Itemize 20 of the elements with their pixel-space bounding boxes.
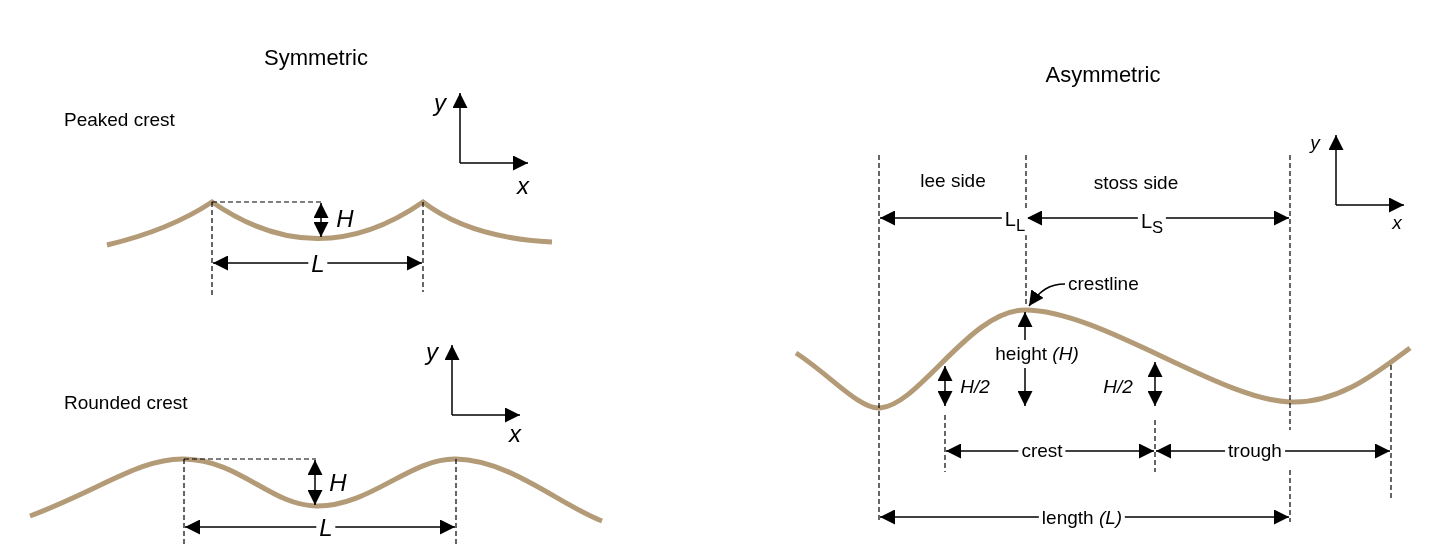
side-label: stoss side: [1093, 172, 1179, 192]
axis-label: x: [1392, 212, 1402, 232]
side-label: lee side: [920, 170, 986, 190]
dimension-label: H/2: [1103, 376, 1133, 396]
dimension-label: H/2: [960, 376, 990, 396]
panel-title: Rounded crest: [64, 392, 188, 412]
axis-label: x: [517, 174, 529, 198]
dimension-label: H: [329, 471, 347, 495]
panel-title: Symmetric: [264, 47, 368, 69]
callout-label: crestline: [1068, 273, 1139, 293]
dimension-label: H: [336, 207, 354, 231]
leader-line: [1028, 283, 1066, 307]
axis-label: y: [434, 91, 446, 115]
panel-title: Asymmetric: [1045, 64, 1161, 86]
wave-profile: [794, 307, 1412, 411]
axis-label: x: [509, 422, 521, 446]
axis-label: y: [1310, 132, 1320, 152]
panel-title: Peaked crest: [64, 109, 175, 129]
dimension-label: L$_{L}$: [1001, 209, 1029, 235]
axis-label: y: [426, 340, 438, 364]
